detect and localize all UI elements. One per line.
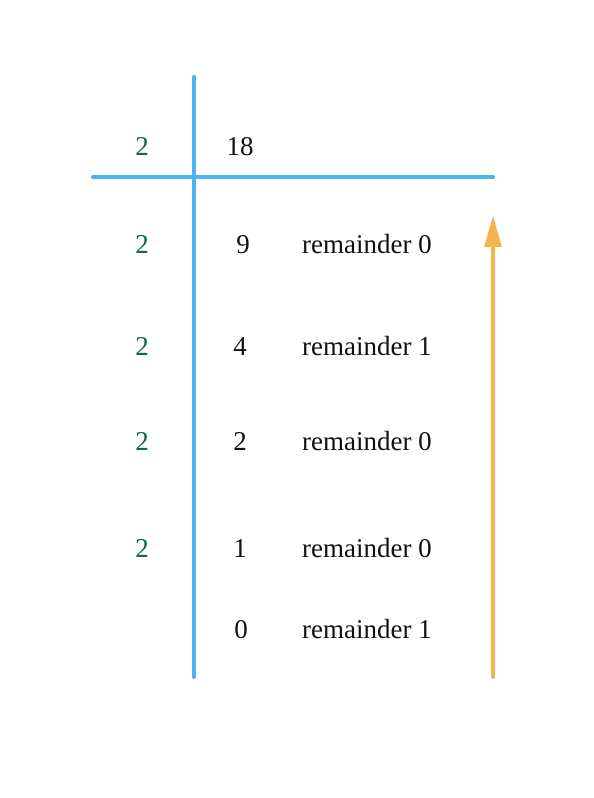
- row-4-quotient: 1: [233, 533, 247, 563]
- row-2-quotient: 4: [233, 331, 247, 361]
- row-5-quotient: 0: [234, 614, 248, 644]
- row-5-remainder: remainder 1: [302, 614, 432, 644]
- row-4-divisor: 2: [135, 533, 149, 563]
- row-1-quotient: 9: [236, 229, 250, 259]
- row-3-quotient: 2: [233, 426, 247, 456]
- top-divisor: 2: [135, 131, 149, 161]
- row-4-remainder: remainder 0: [302, 533, 432, 563]
- row-3-remainder: remainder 0: [302, 426, 432, 456]
- row-2-remainder: remainder 1: [302, 331, 432, 361]
- row-1-remainder: remainder 0: [302, 229, 432, 259]
- dividend: 18: [226, 131, 254, 161]
- row-2-divisor: 2: [135, 331, 149, 361]
- read-direction-arrow-head: [484, 216, 502, 247]
- row-1-divisor: 2: [135, 229, 149, 259]
- row-3-divisor: 2: [135, 426, 149, 456]
